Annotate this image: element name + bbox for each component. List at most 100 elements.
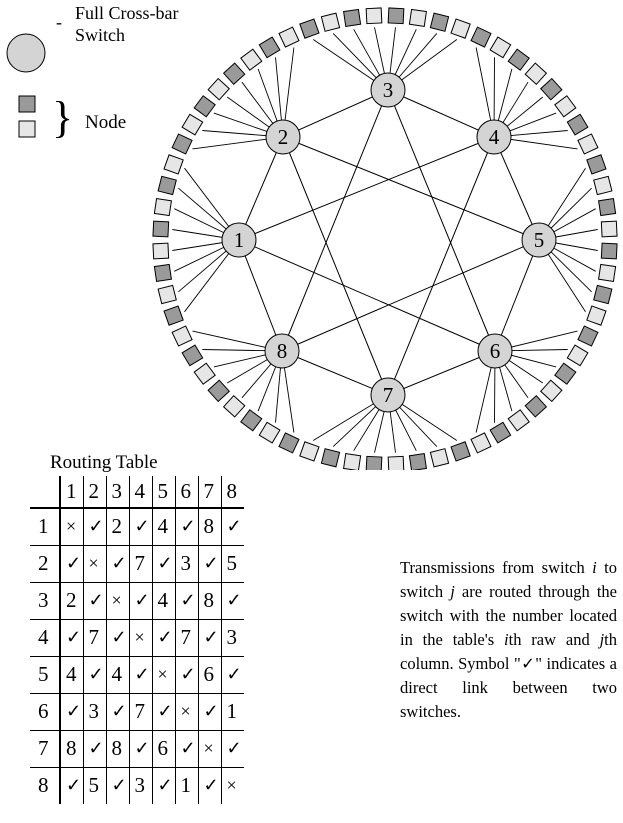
node-box: [343, 453, 362, 470]
switch-link: [282, 136, 389, 396]
node-box: [299, 441, 320, 462]
routing-cell: 3: [220, 619, 244, 657]
node-box: [320, 12, 341, 32]
routing-cell: 3: [174, 545, 198, 583]
node-box: [258, 421, 281, 444]
node-box: [429, 448, 450, 468]
switch-link: [282, 89, 389, 138]
row-header-6: 6: [30, 693, 60, 731]
routing-cell: ✓: [151, 619, 175, 657]
routing-cell: ✓: [59, 545, 83, 583]
node-box: [539, 379, 563, 403]
column-header-2: 2: [82, 476, 106, 509]
routing-row-6: 6✓3✓7✓×✓1: [30, 693, 244, 731]
routing-cell: 8: [59, 730, 83, 768]
node-box: [153, 198, 172, 217]
routing-cell: 7: [82, 619, 106, 657]
row-header-8: 8: [38, 773, 49, 798]
node-box: [258, 36, 281, 59]
routing-cell: ✓: [82, 656, 106, 694]
row-header-4: 4: [30, 619, 60, 657]
routing-cell: ✓: [220, 582, 244, 620]
routing-cell: ✓: [105, 545, 129, 583]
switch-label-3: 3: [383, 78, 394, 102]
routing-cell: ✓: [220, 730, 244, 768]
legend-node-dark-icon: [18, 95, 36, 113]
routing-cell: ✓: [197, 693, 221, 731]
column-header-1: 1: [59, 476, 83, 509]
column-header-7: 7: [197, 476, 221, 509]
corner-cell: [30, 476, 60, 509]
routing-cell: ✓: [174, 582, 198, 620]
routing-cell: ✓: [105, 619, 129, 657]
node-box: [507, 409, 530, 432]
routing-cell: ✓: [128, 656, 152, 694]
routing-cell: 3: [128, 767, 152, 804]
node-box: [193, 362, 216, 385]
node-box: [240, 409, 263, 432]
switch-label-4: 4: [489, 125, 500, 149]
routing-cell: ✓: [59, 767, 83, 804]
node-box: [171, 133, 193, 155]
routing-cell: ✓: [82, 508, 106, 546]
node-box: [171, 325, 193, 347]
routing-cell: 8: [197, 508, 221, 546]
routing-cell: ✓: [197, 619, 221, 657]
node-box: [193, 95, 216, 118]
routing-cell: ✓: [105, 767, 129, 804]
node-box: [450, 441, 471, 462]
routing-cell: ×: [174, 693, 198, 731]
switch-link: [387, 89, 496, 352]
routing-cell: 4: [151, 582, 175, 620]
node-box: [489, 421, 512, 444]
switch-link: [282, 136, 540, 241]
node-box: [163, 154, 184, 175]
routing-description: Transmissions from switch i to switch j …: [400, 558, 617, 721]
switch-label-7: 7: [383, 383, 394, 407]
node-box: [387, 7, 405, 25]
node-box: [365, 455, 383, 470]
routing-row-4: 4✓7✓×✓7✓3: [30, 619, 244, 657]
node-box: [598, 263, 617, 282]
legend-switch-label: Full Cross-bar Switch: [75, 3, 179, 45]
routing-cell: 5: [220, 545, 244, 583]
switch-label-8: 8: [277, 339, 288, 363]
switch-link: [281, 89, 389, 352]
routing-cell: 3: [82, 693, 106, 731]
routing-cell: 6: [197, 656, 221, 694]
routing-cell: ✓: [151, 693, 175, 731]
routing-cell: 8: [197, 582, 221, 620]
routing-cell: 2: [59, 582, 83, 620]
switch-link: [238, 239, 496, 352]
switch-8: [264, 333, 300, 369]
routing-cell: ✓: [197, 767, 221, 804]
routing-row-2: 2✓×✓7✓3✓5: [30, 545, 244, 583]
switch-link: [387, 89, 495, 138]
routing-cell: ✓: [105, 693, 129, 731]
routing-cell: 4: [151, 508, 175, 546]
routing-cell: ✓: [174, 508, 198, 546]
routing-row-1: 1×✓2✓4✓8✓: [30, 508, 244, 546]
routing-cell: 4: [105, 656, 129, 694]
routing-cell: ✓: [59, 619, 83, 657]
switch-link: [238, 136, 284, 241]
node-box: [278, 432, 300, 454]
column-header-8: 8: [220, 476, 244, 509]
node-box: [343, 8, 362, 27]
routing-cell: 7: [128, 693, 152, 731]
node-box: [586, 305, 607, 326]
routing-cell: ×: [82, 545, 106, 583]
routing-cell: 5: [82, 767, 106, 804]
node-box: [387, 455, 405, 470]
routing-cell: 7: [174, 619, 198, 657]
node-box: [566, 344, 589, 367]
node-box: [320, 448, 341, 468]
routing-cell: 2: [105, 508, 129, 546]
node-box: [470, 432, 492, 454]
node-box: [598, 198, 617, 217]
